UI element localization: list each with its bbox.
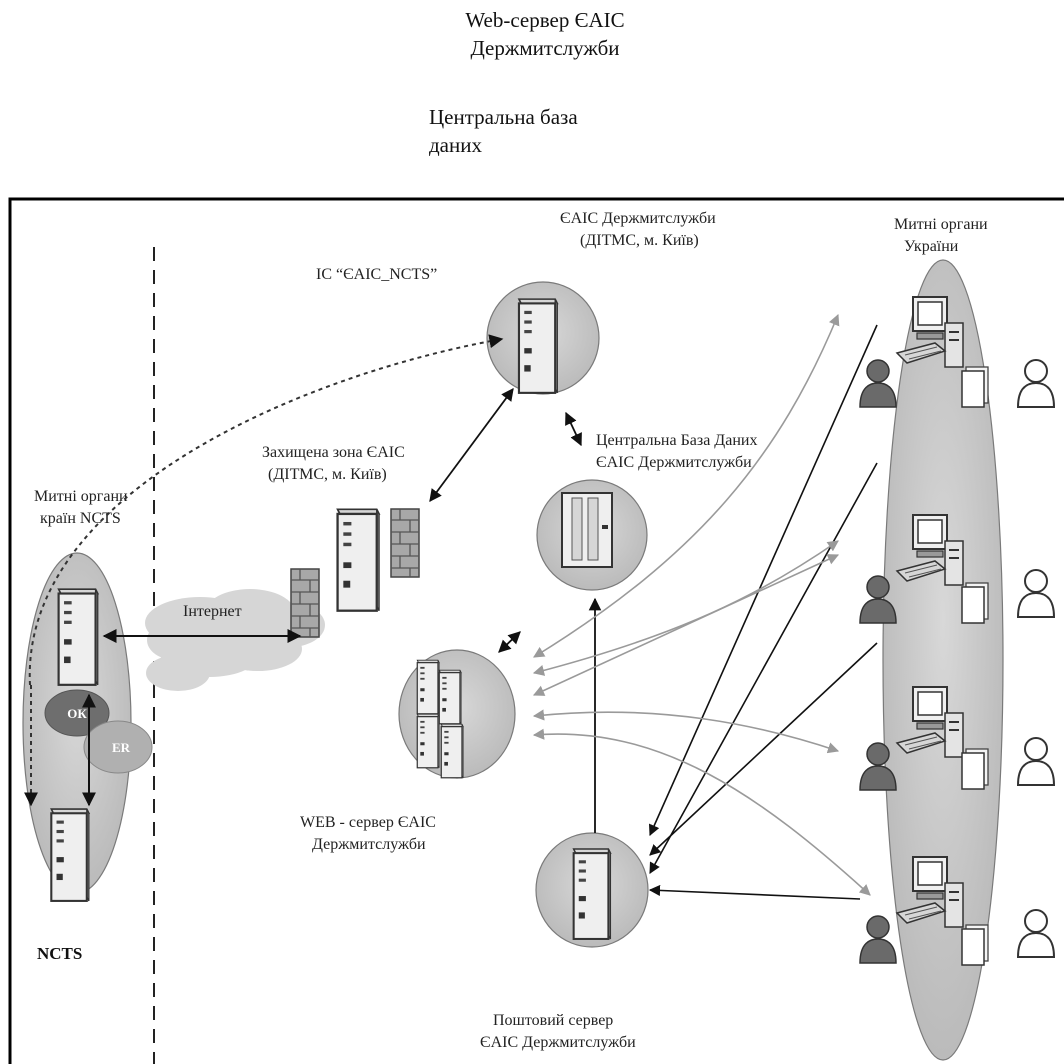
customs-to-mail-arrow bbox=[650, 463, 877, 873]
user-icon bbox=[1018, 738, 1054, 785]
database-caption: Центральна база даних bbox=[429, 103, 669, 159]
firewall-icon bbox=[291, 569, 319, 637]
db-to-web-arrow bbox=[499, 632, 520, 652]
web-server-label-1: WEB - сервер ЄАІС bbox=[300, 814, 436, 831]
web-server-label-2: Держмитслужби bbox=[312, 836, 426, 853]
secure-zone-label-2: (ДІТМС, м. Київ) bbox=[268, 466, 387, 483]
customs-to-mail-arrow bbox=[650, 890, 860, 899]
web-customs-link bbox=[534, 712, 838, 751]
server-icon bbox=[338, 509, 379, 610]
document-icon bbox=[962, 583, 988, 623]
top-caption-line-1: Web-сервер ЄАІС bbox=[360, 6, 730, 34]
ncts-label: NCTS bbox=[37, 944, 82, 963]
server-icon bbox=[574, 849, 611, 939]
user-icon bbox=[860, 916, 896, 963]
top-caption: Web-сервер ЄАІС Держмитслужби bbox=[360, 6, 730, 62]
central-db-label-2: ЄАІС Держмитслужби bbox=[596, 454, 752, 471]
central-db-label-1: Центральна База Даних bbox=[596, 432, 757, 449]
server-icon bbox=[441, 724, 463, 778]
ncts-countries-label-1: Митні органи bbox=[34, 488, 128, 505]
secure-zone-label-1: Захищена зона ЄАІС bbox=[262, 444, 405, 461]
ic-eais-ncts-label: ІС “ЄАІС_NCTS” bbox=[316, 266, 437, 283]
document-icon bbox=[962, 367, 988, 407]
server-icon bbox=[417, 714, 439, 768]
ok-label: ОК bbox=[67, 706, 87, 721]
network-diagram: Інтернет ОК ER NCTS Митні органи країн N… bbox=[0, 195, 1064, 1064]
firewall-icon bbox=[391, 509, 419, 577]
mail-server-label-2: ЄАІС Держмитслужби bbox=[480, 1034, 636, 1051]
ukraine-customs-label-1: Митні органи bbox=[894, 216, 988, 233]
database-caption-line-1: Центральна база bbox=[429, 103, 669, 131]
server-icon bbox=[519, 299, 557, 393]
server-icon bbox=[417, 660, 439, 714]
server-icon bbox=[439, 670, 461, 724]
user-icon bbox=[860, 360, 896, 407]
ukraine-customs-label-2: України bbox=[904, 238, 959, 255]
eais-center-label-1: ЄАІС Держмитслужби bbox=[560, 210, 716, 227]
er-label: ER bbox=[112, 740, 131, 755]
user-icon bbox=[1018, 570, 1054, 617]
document-icon bbox=[962, 749, 988, 789]
customs-to-mail-arrow bbox=[650, 643, 877, 855]
secure-to-center-arrow bbox=[430, 389, 513, 501]
database-caption-line-2: даних bbox=[429, 131, 669, 159]
mail-server-label-1: Поштовий сервер bbox=[493, 1012, 613, 1029]
server-icon bbox=[59, 589, 98, 685]
user-icon bbox=[1018, 910, 1054, 957]
document-icon bbox=[962, 925, 988, 965]
customs-to-mail-arrow bbox=[650, 325, 877, 835]
top-caption-line-2: Держмитслужби bbox=[360, 34, 730, 62]
eais-center-label-2: (ДІТМС, м. Київ) bbox=[580, 232, 699, 249]
center-to-db-arrow bbox=[566, 413, 581, 445]
internet-label: Інтернет bbox=[183, 603, 242, 620]
database-server-icon bbox=[562, 493, 612, 567]
user-icon bbox=[1018, 360, 1054, 407]
server-icon bbox=[51, 809, 89, 901]
